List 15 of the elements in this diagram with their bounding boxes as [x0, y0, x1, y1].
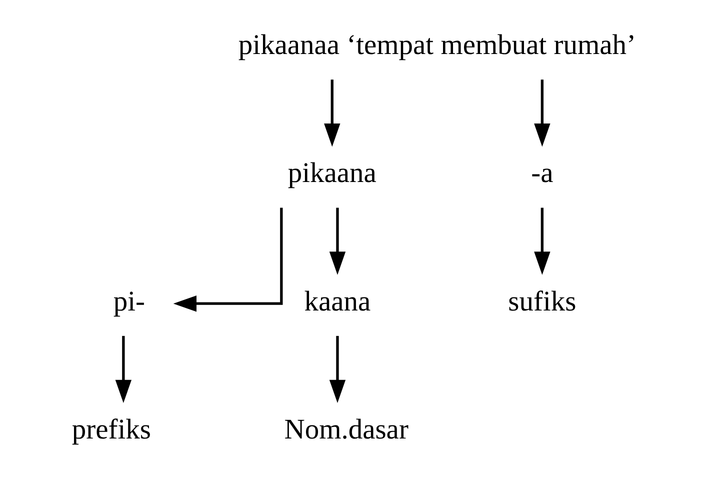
arrow: [324, 80, 340, 147]
arrow: [328, 336, 346, 404]
node-text: pikaana: [287, 158, 376, 190]
node-text: pikaanaa ‘tempat membuat rumah’: [238, 30, 636, 62]
arrow: [534, 80, 550, 147]
node-text: kaana: [304, 286, 370, 318]
node-text: sufiks: [508, 286, 576, 318]
arrow: [114, 336, 132, 404]
node-text: pi-: [112, 286, 145, 318]
node-text: Nom.dasar: [284, 414, 408, 446]
node-text: prefiks: [71, 414, 150, 446]
arrow: [328, 208, 346, 275]
arrow: [172, 208, 282, 312]
arrow: [534, 208, 550, 275]
node-text: -a: [530, 158, 553, 190]
